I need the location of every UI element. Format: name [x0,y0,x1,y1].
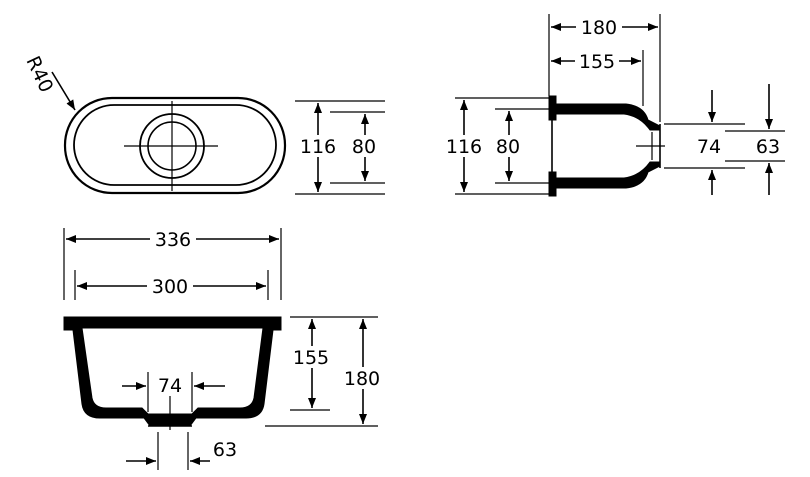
dim-label-plan-80: 80 [352,136,376,158]
dim-label-side-180: 180 [581,17,617,39]
dim-label-side-80: 80 [496,136,520,158]
basin-inner-bowl [73,104,277,186]
dim-label-side-63: 63 [756,136,780,158]
plan-view: R40 116 80 [21,53,385,195]
front-basin-profile [63,316,282,427]
dim-label-side-74: 74 [697,136,721,158]
side-view: 180 155 116 80 74 63 [446,14,785,197]
dim-label-front-74: 74 [158,375,182,397]
dim-label-front-63: 63 [213,439,237,461]
dim-label-front-336: 336 [155,229,191,251]
dim-label-front-300: 300 [152,276,188,298]
dim-label-front-155: 155 [293,347,329,369]
dim-label-front-180: 180 [344,368,380,390]
basin-outer-rim [63,96,287,195]
dim-label-plan-116: 116 [300,136,336,158]
side-bottom-wall [548,161,661,197]
radius-label: R40 [21,53,57,96]
dim-label-side-155: 155 [579,51,615,73]
dim-label-side-116: 116 [446,136,482,158]
radius-leader-arrow [51,71,76,111]
front-view: 336 300 155 180 74 63 [63,228,385,470]
